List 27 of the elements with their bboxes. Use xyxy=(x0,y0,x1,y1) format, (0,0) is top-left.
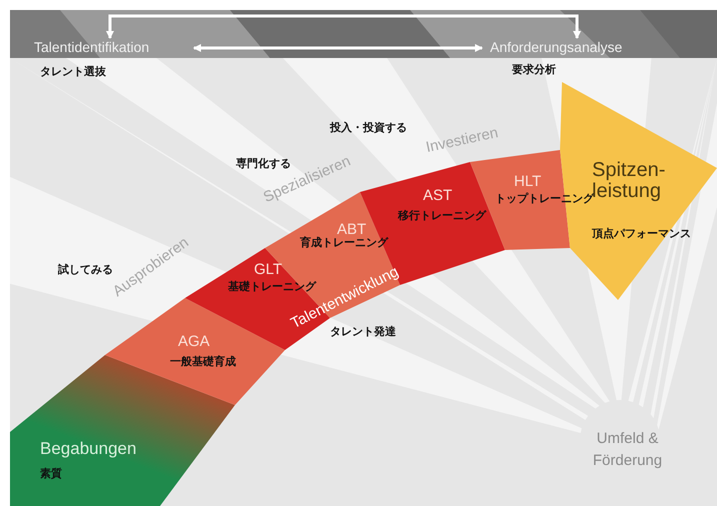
arrow-segment xyxy=(105,298,285,405)
translation-text: 試してみる xyxy=(58,264,113,276)
translation-text: 頂点パフォーマンス xyxy=(592,228,691,240)
translation-text: 一般基礎育成 xyxy=(170,356,236,368)
translation-text: 移行トレーニング xyxy=(398,210,486,222)
translation-text: トップトレーニング xyxy=(495,193,594,206)
double-arrow xyxy=(106,14,581,39)
segment-label: AST xyxy=(423,188,452,204)
translation-text: 育成トレーニング xyxy=(300,237,388,250)
double-arrow xyxy=(193,44,483,52)
arrow-segment xyxy=(10,355,235,506)
stage-label: Investieren xyxy=(424,125,500,156)
translation-text: 要求分析 xyxy=(512,64,556,76)
header-label: Anforderungsanalyse xyxy=(490,40,622,56)
arrow-segment xyxy=(560,82,717,300)
translation-text: タレント発達 xyxy=(330,326,396,338)
environment-label: Umfeld & Förderung xyxy=(592,429,664,471)
segment-label: Begabungen xyxy=(40,440,136,459)
segment-label: GLT xyxy=(254,262,282,278)
translation-text: タレント選抜 xyxy=(40,66,106,78)
translation-text: 素質 xyxy=(40,468,62,480)
segment-label: ABT xyxy=(337,222,366,238)
segment-label: Spitzen- leistung xyxy=(592,160,666,202)
header-label: Talentidentifikation xyxy=(34,40,150,56)
segment-label: AGA xyxy=(178,334,210,350)
translation-text: 投入・投資する xyxy=(330,122,407,134)
segment-label: HLT xyxy=(514,174,542,190)
